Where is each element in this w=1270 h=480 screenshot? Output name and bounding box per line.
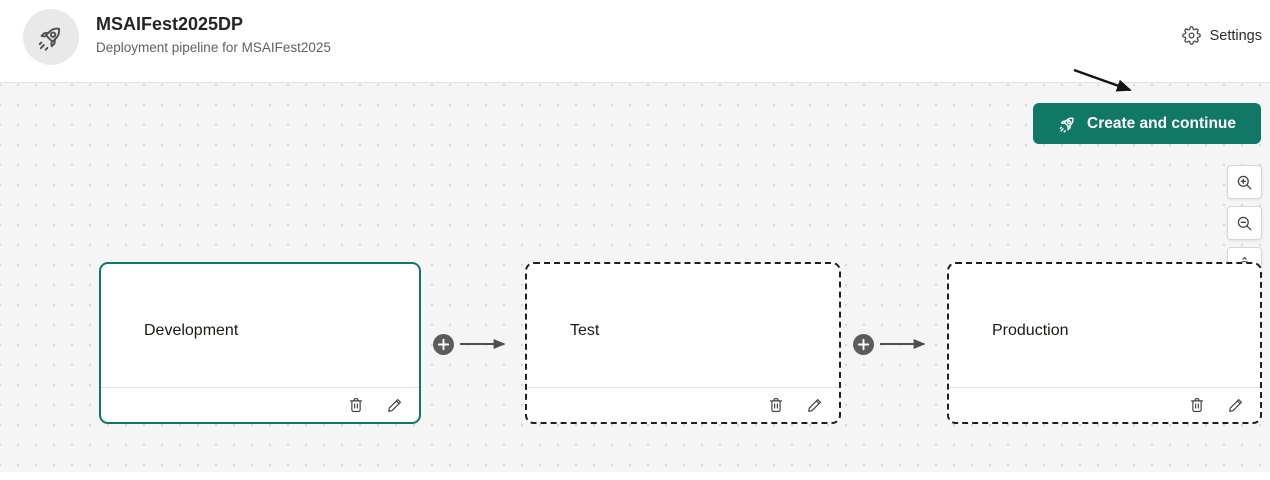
- stage-card-production[interactable]: Production: [947, 262, 1262, 424]
- trash-icon: [769, 398, 783, 412]
- pencil-icon: [1229, 399, 1242, 412]
- create-button-label: Create and continue: [1087, 114, 1236, 132]
- trash-icon: [1190, 398, 1204, 412]
- stage-name: Development: [144, 322, 239, 339]
- add-stage-plus-icon: [433, 334, 454, 355]
- create-and-continue-button[interactable]: Create and continue: [1033, 103, 1261, 144]
- pencil-icon: [808, 399, 821, 412]
- settings-label: Settings: [1209, 27, 1262, 44]
- stage-card-test[interactable]: Test: [525, 262, 841, 424]
- edit-stage-button[interactable]: [386, 396, 404, 414]
- delete-stage-button[interactable]: [1188, 396, 1206, 414]
- stage-card-development[interactable]: Development: [99, 262, 421, 424]
- add-stage-plus-icon: [853, 334, 874, 355]
- stage-name: Production: [992, 322, 1069, 339]
- rocket-icon: [1059, 117, 1074, 133]
- settings-button[interactable]: Settings: [1178, 24, 1266, 47]
- zoom-in-icon: [1237, 175, 1252, 189]
- stage-footer: [527, 387, 839, 422]
- add-stage-button[interactable]: [433, 334, 454, 355]
- page-subtitle: Deployment pipeline for MSAIFest2025: [96, 40, 331, 55]
- pipeline-avatar: [23, 9, 79, 65]
- trash-icon: [349, 398, 363, 412]
- edit-stage-button[interactable]: [806, 396, 824, 414]
- zoom-out-icon: [1237, 216, 1252, 230]
- page-title: MSAIFest2025DP: [96, 14, 244, 34]
- add-stage-button[interactable]: [853, 334, 874, 355]
- delete-stage-button[interactable]: [347, 396, 365, 414]
- pencil-icon: [388, 399, 401, 412]
- header: MSAIFest2025DP Deployment pipeline for M…: [0, 0, 1270, 83]
- delete-stage-button[interactable]: [767, 396, 785, 414]
- title-block: MSAIFest2025DP Deployment pipeline for M…: [96, 12, 331, 56]
- zoom-out-button[interactable]: [1227, 206, 1262, 240]
- stage-footer: [949, 387, 1260, 422]
- edit-stage-button[interactable]: [1227, 396, 1245, 414]
- zoom-in-button[interactable]: [1227, 165, 1262, 199]
- stage-footer: [101, 387, 419, 422]
- stage-name: Test: [570, 322, 600, 339]
- gear-icon: [1181, 26, 1201, 45]
- rocket-icon: [38, 27, 60, 51]
